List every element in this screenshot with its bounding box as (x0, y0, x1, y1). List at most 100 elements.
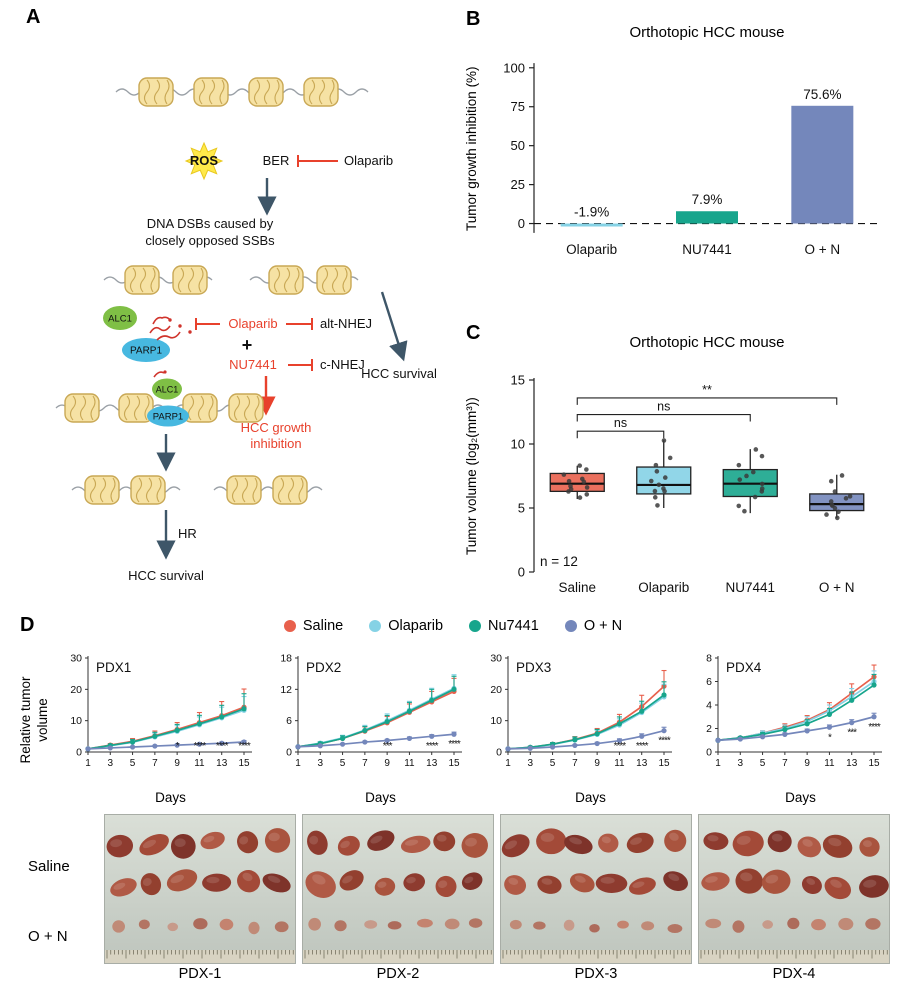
tumor-highlight (802, 839, 813, 847)
tumor-saline (139, 834, 169, 856)
data-point (584, 467, 589, 472)
tumor-o-n (468, 918, 483, 928)
photo-caption-pdx3: PDX-3 (574, 966, 618, 982)
series-point (129, 739, 136, 745)
series-point (339, 741, 346, 747)
tumor-highlight (465, 837, 477, 847)
nu7441-inhibits-c-nhej (288, 359, 313, 371)
ruler (302, 950, 494, 964)
subplot-title: PDX1 (96, 660, 131, 675)
x-tick-label: 7 (782, 758, 788, 769)
panel-b-label: B (466, 8, 481, 30)
photo-background (698, 814, 890, 964)
hcc-growth-line2: inhibition (250, 436, 301, 451)
data-point (584, 485, 590, 490)
series-point (616, 721, 623, 727)
tumor-highlight (771, 833, 783, 842)
tumor-highlight (309, 835, 319, 845)
tumor-highlight (174, 838, 186, 848)
series-point (594, 731, 600, 737)
nucleosome-row-resolved (71, 475, 323, 505)
tumor-highlight (806, 878, 816, 885)
series-line-O + N (297, 733, 455, 748)
y-tick-label: 6 (286, 715, 292, 727)
data-point (759, 481, 765, 487)
y-tick-label: 0 (496, 747, 502, 759)
tumor-highlight (705, 876, 718, 883)
data-point (828, 499, 834, 504)
x-tick-label: 11 (194, 758, 205, 769)
photo-caption-pdx1: PDX-1 (178, 966, 222, 982)
tumor-o-n (838, 917, 854, 931)
tumor-saline (461, 832, 488, 858)
tumor-saline (767, 830, 792, 853)
tumor-o-n (112, 920, 125, 933)
series-point (616, 738, 623, 744)
y-tick-label: 30 (70, 653, 82, 665)
significance-stars: **** (194, 741, 207, 752)
par-chains-icon (149, 316, 192, 341)
series-point (804, 728, 810, 734)
series-point (639, 708, 645, 714)
panel-b-title: Orthotopic HCC mouse (629, 24, 785, 41)
x-category-label: O + N (805, 242, 841, 257)
legend-dot (469, 620, 482, 632)
y-tick-label: 2 (706, 723, 712, 735)
data-point (759, 486, 765, 491)
tumor-highlight (268, 832, 280, 842)
x-tick-label: 11 (614, 758, 625, 769)
x-tick-label: 13 (216, 758, 228, 769)
ruler (500, 950, 692, 964)
series-point (759, 734, 766, 740)
photo-background (500, 814, 692, 964)
tumor-saline (761, 869, 791, 894)
alc1-label: ALC1 (108, 314, 132, 325)
y-tick-label: 5 (518, 501, 525, 516)
photo-background (104, 814, 296, 964)
series-point (429, 697, 435, 703)
series-point (317, 743, 323, 749)
series-point (451, 686, 457, 692)
nucleosome-row-repair-complex: ALC1 PARP1 (55, 370, 264, 427)
tumor-photo-pdx4 (698, 814, 890, 964)
olaparib-top-label: Olaparib (344, 153, 393, 168)
series-point (849, 697, 855, 703)
tumor-saline (337, 835, 360, 856)
tumor-saline (703, 832, 729, 850)
parp1-label-2: PARP1 (153, 412, 183, 423)
tumor-saline (504, 875, 527, 895)
tumor-growth-inhibition-bar-chart: 0255075100-1.9%Olaparib7.9%NU744175.6%O … (503, 60, 880, 257)
data-point (834, 515, 840, 521)
tumor-o-n (509, 919, 522, 930)
tumor-highlight (464, 876, 474, 884)
series-point (152, 733, 158, 739)
y-tick-label: 4 (706, 700, 712, 712)
tumor-highlight (632, 881, 645, 888)
tumor-highlight (377, 881, 387, 888)
significance-stars: **** (868, 722, 881, 733)
tumor-highlight (630, 837, 643, 845)
data-point (736, 503, 742, 509)
x-tick-label: 7 (362, 758, 368, 769)
y-tick-label: 15 (511, 373, 525, 388)
tumor-highlight (406, 876, 416, 884)
panel-a: A ROS BER Olap (4, 4, 456, 604)
y-tick-label: 6 (706, 676, 712, 688)
data-point (847, 494, 853, 499)
x-tick-label: 13 (426, 758, 438, 769)
pdx3-x-axis-label: Days (575, 790, 606, 805)
tumor-o-n (248, 921, 260, 935)
series-point (174, 742, 180, 748)
series-point (107, 745, 113, 751)
y-tick-label: 20 (70, 684, 82, 696)
data-point (661, 438, 667, 443)
tumor-o-n (167, 922, 179, 932)
data-point (736, 462, 742, 468)
x-tick-label: 15 (448, 758, 460, 769)
tumor-saline (461, 872, 483, 890)
tumor-o-n (416, 918, 433, 928)
bar-NU7441 (676, 211, 738, 224)
